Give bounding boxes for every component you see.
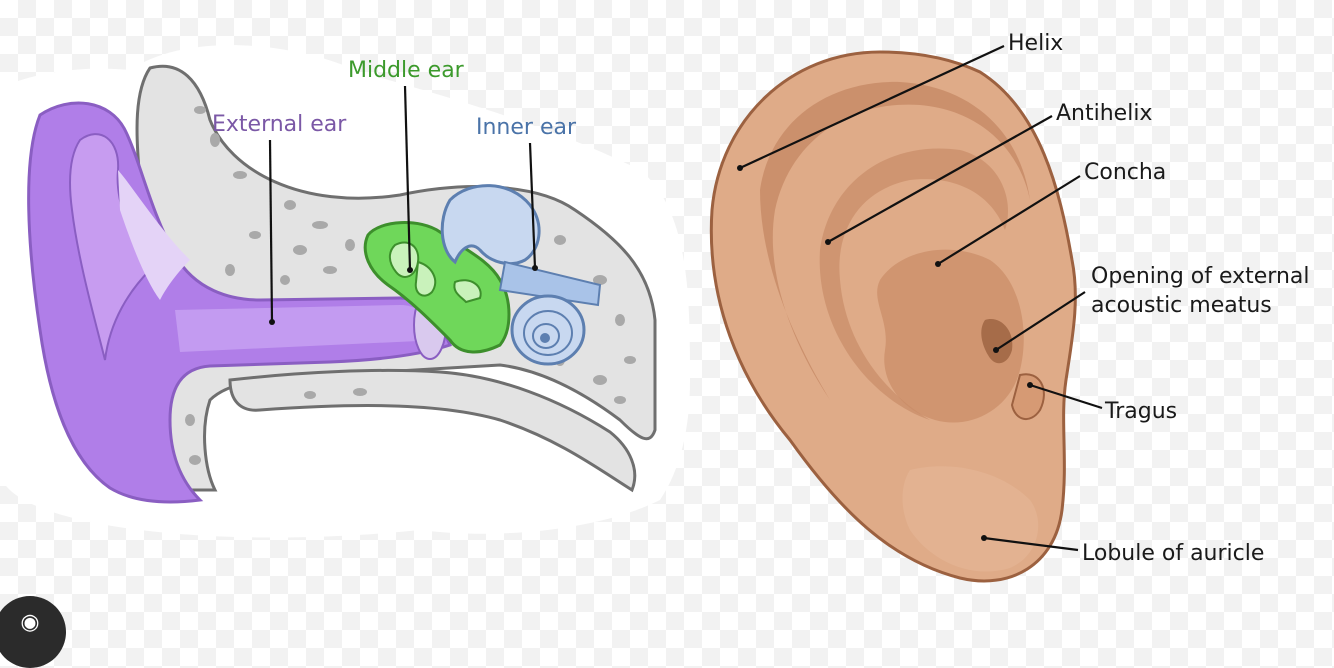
- label-inner-ear: Inner ear: [476, 115, 577, 140]
- label-lobule: Lobule of auricle: [1082, 541, 1264, 566]
- label-concha: Concha: [1084, 160, 1166, 185]
- label-external-ear: External ear: [212, 112, 347, 137]
- label-tragus: Tragus: [1104, 399, 1177, 424]
- label-antihelix: Antihelix: [1056, 101, 1152, 126]
- label-opening-line2: acoustic meatus: [1091, 293, 1272, 318]
- cochlea: [512, 296, 584, 364]
- label-opening: Opening of external: [1091, 264, 1310, 289]
- semicircular-canals: [442, 186, 539, 264]
- label-helix: Helix: [1008, 31, 1063, 56]
- label-middle-ear: Middle ear: [348, 58, 465, 83]
- camera-icon[interactable]: ◉: [0, 596, 66, 668]
- ear-anatomy-diagram: External ear Middle ear Inner ear Helix …: [0, 0, 1334, 634]
- auricle: [711, 52, 1075, 581]
